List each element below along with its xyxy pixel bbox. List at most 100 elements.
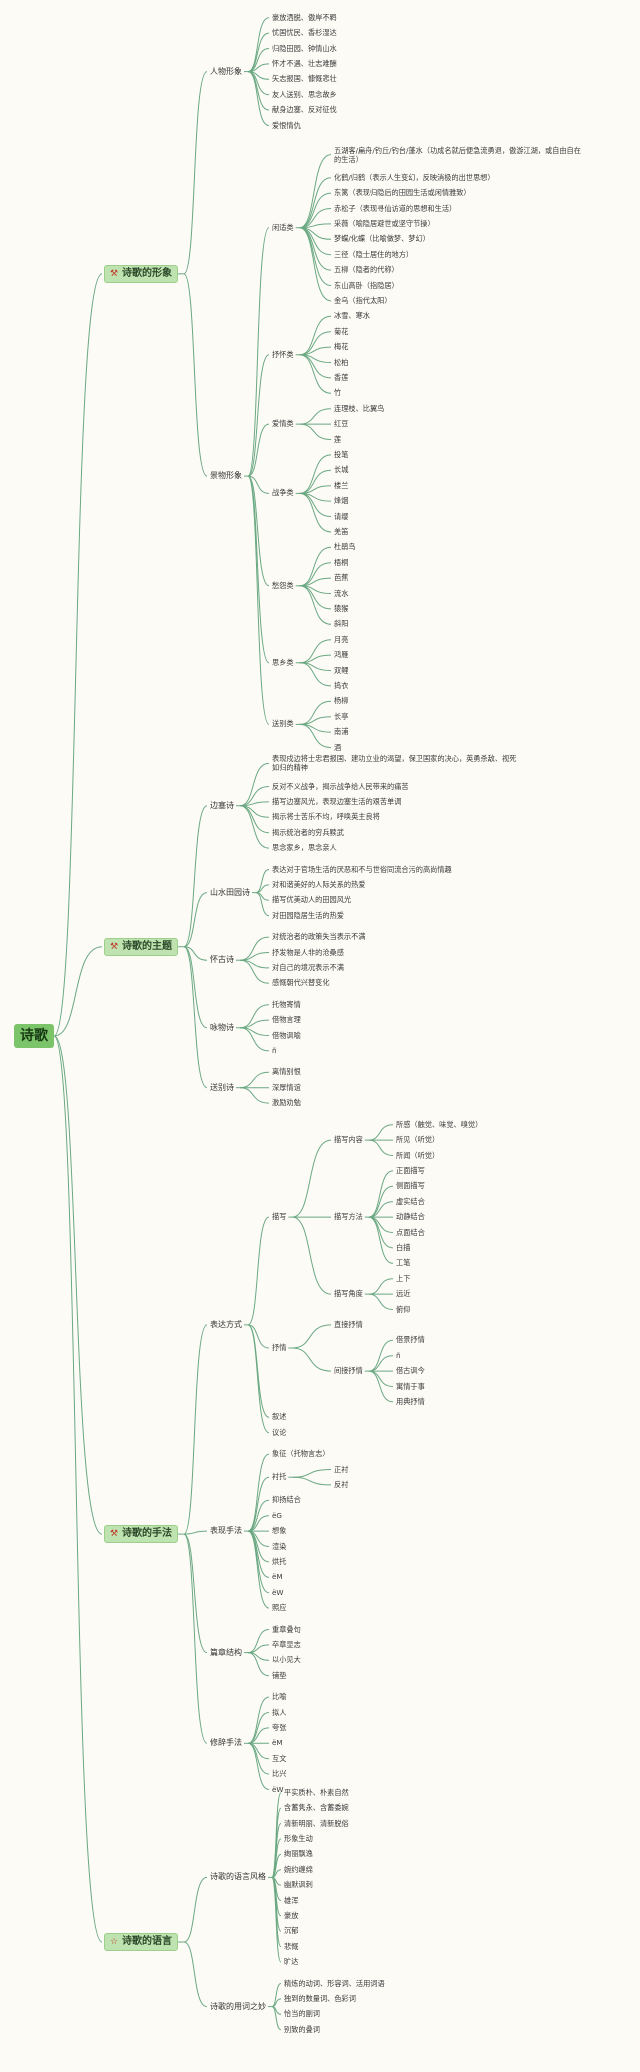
leaf-node: 东篱（表现归隐后的田园生活或闲情雅致） (334, 188, 471, 198)
leaf-node: 梦蝶/化蝶（比喻做梦、梦幻） (334, 234, 430, 244)
leaf-node: 沉郁 (284, 1926, 299, 1936)
branch-label: 诗歌的手法 (122, 1528, 172, 1540)
leaf-node: 化鹤/归鹤（表示人生变幻，反映消极的出世思想） (334, 172, 495, 182)
leaf-node: 猿猴 (334, 603, 349, 613)
branch-1: ⚒诗歌的手法 (104, 1525, 178, 1544)
leaf-node: 烘托 (272, 1556, 287, 1566)
leaf-node: 梅花 (334, 342, 349, 352)
leaf-node: 杨柳 (334, 696, 349, 706)
leaf-node: 恰当的副词 (284, 2009, 320, 2019)
leaf-node: 感慨朝代兴替变化 (272, 978, 330, 988)
topic-node: 送别类 (272, 719, 294, 729)
leaf-node: 所感（触觉、味觉、嗅觉） (396, 1119, 483, 1129)
topic-node: 篇章结构 (210, 1647, 242, 1657)
leaf-node: 铺垫 (272, 1670, 287, 1680)
leaf-node: 含蓄隽永、含蓄委婉 (284, 1803, 349, 1813)
leaf-node: 深厚情谊 (272, 1082, 301, 1092)
leaf-node: 揭示将士苦乐不均，呼唤英主良将 (272, 812, 380, 822)
leaf-node: 五湖客/扁舟/钓丘/钓台/蓬水（功成名就后便急流勇退，傲游江湖，或自由自在的生活… (334, 145, 581, 164)
topic-node: 表现手法 (210, 1526, 242, 1536)
leaf-node: 所闻（听觉） (396, 1150, 440, 1160)
topic-node: 间接抒情 (334, 1366, 363, 1376)
leaf-node: 描写优美动人的田园风光 (272, 895, 352, 905)
leaf-node: 对自己的境况表示不满 (272, 962, 344, 972)
leaf-node: 点面结合 (396, 1227, 425, 1237)
topic-node: 修辞手法 (210, 1738, 242, 1748)
leaf-node: 旷达 (284, 1957, 299, 1967)
topic-node: 景物形象 (210, 471, 242, 481)
leaf-node: 冰雪、寒水 (334, 311, 370, 321)
leaf-node: 松柏 (334, 357, 349, 367)
topic-node: 闲适类 (272, 222, 294, 232)
leaf-node: 五柳（隐者的代称） (334, 265, 399, 275)
leaf-node: ëM (272, 1572, 283, 1582)
topic-node: 爱情类 (272, 419, 294, 429)
leaf-node: 莲 (334, 434, 342, 444)
leaf-node: 议论 (272, 1427, 287, 1437)
leaf-node: 忧国忧民、香杉湿达 (272, 28, 337, 38)
root-node: 诗歌 (14, 1024, 54, 1048)
leaf-node: 婉约缠绵 (284, 1864, 313, 1874)
leaf-node: 斜阳 (334, 619, 349, 629)
leaf-node: 反对不义战争，揭示战争给人民带来的痛苦 (272, 781, 409, 791)
leaf-node: 对田园隐居生活的热爱 (272, 910, 344, 920)
topic-node: 抒情 (272, 1343, 287, 1352)
topic-node: 怀古诗 (210, 955, 234, 965)
leaf-node: 激励劝勉 (272, 1098, 301, 1108)
leaf-node: 精炼的动词、形容词、活用词语 (284, 1978, 385, 1988)
leaf-node: 互文 (272, 1753, 287, 1763)
leaf-node: 请缨 (334, 511, 349, 521)
leaf-node: 赤松子（表现寻仙访道的思想和生活） (334, 203, 457, 213)
leaf-node: 借物言理 (272, 1015, 301, 1025)
leaf-node: 献身边塞、反对征伐 (272, 105, 337, 115)
leaf-node: 正面描写 (396, 1165, 425, 1175)
topic-node: 人物形象 (210, 66, 242, 76)
topic-node: 表达方式 (210, 1319, 242, 1329)
leaf-node: ëW (272, 1587, 284, 1597)
topic-node: 衬托 (272, 1472, 287, 1482)
topic-node: 描写方法 (334, 1212, 363, 1222)
leaf-node: 香莲 (334, 372, 349, 382)
topic-node: 描写角度 (334, 1289, 363, 1299)
leaf-node: 梧桐 (334, 557, 349, 567)
branch-label: 诗歌的主题 (122, 940, 172, 952)
topic-node: 描写 (272, 1212, 287, 1222)
leaf-node: ñ (272, 1045, 277, 1055)
leaf-node: 叙述 (272, 1412, 287, 1422)
leaf-node: 酒 (334, 742, 342, 752)
leaf-node: 揭示统治者的穷兵黩武 (272, 827, 344, 837)
leaf-node: 鸿雁 (334, 650, 349, 660)
leaf-node: 表现戍边将士忠君报国、建功立业的渴望，保卫国家的决心，英勇杀敌、视死如归的精神 (272, 754, 517, 773)
leaf-node: 反衬 (334, 1479, 349, 1489)
leaf-node: 正衬 (334, 1464, 349, 1474)
leaf-node: 直接抒情 (334, 1319, 363, 1329)
leaf-node: 照应 (272, 1603, 287, 1613)
leaf-node: 爱恨情仇 (272, 120, 301, 130)
topic-node: 抒怀类 (272, 349, 294, 359)
tools-icon: ⚒ (109, 941, 119, 952)
leaf-node: 远近 (396, 1289, 411, 1299)
leaf-node: 虚实结合 (396, 1196, 425, 1206)
leaf-node: ëM (272, 1738, 283, 1748)
leaf-node: 重章叠句 (272, 1624, 301, 1634)
leaf-node: 楼兰 (334, 480, 349, 490)
leaf-node: 借古讽今 (396, 1366, 425, 1376)
leaf-node: 借物讽喻 (272, 1030, 301, 1040)
topic-node: 描写内容 (334, 1135, 363, 1145)
leaf-node: 渲染 (272, 1541, 287, 1551)
leaf-node: 工笔 (396, 1258, 411, 1268)
leaf-node: 幽默讽刺 (284, 1880, 313, 1890)
topic-node: 边塞诗 (210, 800, 234, 810)
leaf-node: ëW (272, 1784, 284, 1794)
leaf-node: 三径（隐士居住的地方） (334, 249, 414, 259)
leaf-node: 红豆 (334, 419, 349, 429)
leaf-node: 南浦 (334, 727, 349, 737)
tools-icon: ⚒ (109, 1529, 119, 1540)
leaf-node: 投笔 (334, 449, 349, 459)
leaf-node: 动静结合 (396, 1212, 425, 1222)
leaf-node: 用典抒情 (396, 1396, 425, 1406)
leaf-node: 俯仰 (396, 1304, 411, 1314)
leaf-node: 采薇（喻隐居避世或坚守节操） (334, 218, 435, 228)
leaf-node: 象征（托物言志） (272, 1449, 330, 1459)
